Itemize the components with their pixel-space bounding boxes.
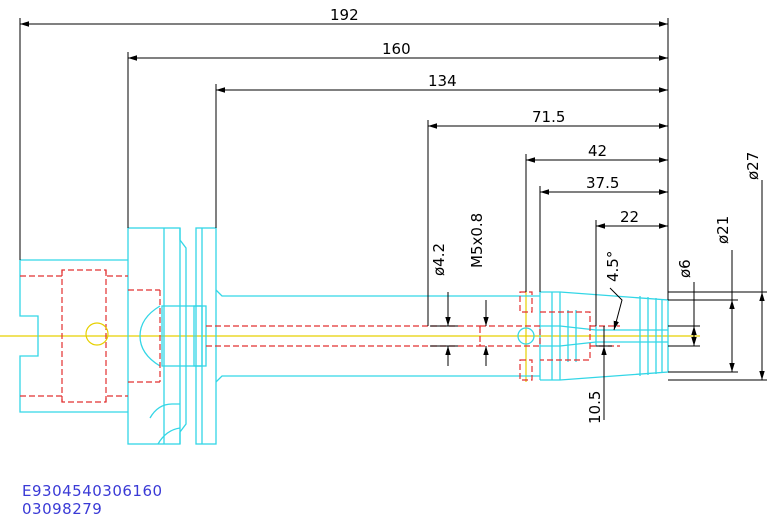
dim-dia6: ø6 — [676, 259, 694, 278]
dim-10-5: 10.5 — [586, 391, 604, 424]
tool-outline — [19, 227, 669, 445]
dim-37-5: 37.5 — [586, 174, 619, 192]
dim-192: 192 — [330, 6, 359, 24]
drive-hole — [85, 322, 109, 346]
dim-dia4-2: ø4.2 — [430, 243, 448, 276]
dim-160: 160 — [382, 40, 411, 58]
dim-dia21: ø21 — [714, 216, 732, 244]
dim-42: 42 — [588, 142, 607, 160]
dimension-labels: 192 160 134 71.5 42 37.5 22 ø27 ø21 ø6 ø… — [330, 6, 762, 424]
dimension-lines — [19, 18, 767, 420]
order-number: 03098279 — [22, 500, 103, 518]
dim-thread: M5x0.8 — [468, 213, 486, 268]
dim-71-5: 71.5 — [532, 108, 565, 126]
centerline — [0, 290, 700, 382]
dim-134: 134 — [428, 72, 457, 90]
dim-dia27: ø27 — [744, 152, 762, 180]
dim-angle: 4.5° — [604, 251, 622, 282]
part-number: E9304540306160 — [22, 482, 163, 500]
dim-22: 22 — [620, 208, 639, 226]
